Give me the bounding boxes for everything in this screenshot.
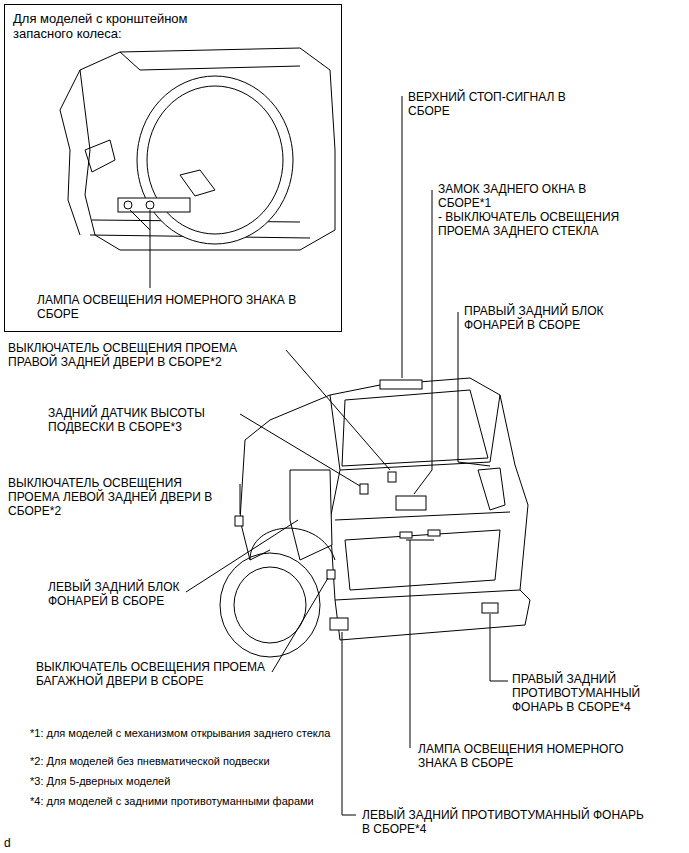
part-label: ПРАВЫЙ ЗАДНИЙ ПРОТИВОТУМАННЫЙ ФОНАРЬ В С…: [512, 672, 682, 714]
part-label: ЛАМПА ОСВЕЩЕНИЯ НОМЕРНОГО ЗНАКА В СБОРЕ: [37, 293, 307, 321]
part-label: - ВЫКЛЮЧАТЕЛЬ ОСВЕЩЕНИЯ ПРОЕМА ЗАДНЕГО С…: [438, 210, 628, 238]
inset-frame: Для моделей с кронштейном запасного коле…: [4, 4, 342, 332]
part-label: ЛЕВЫЙ ЗАДНИЙ БЛОК ФОНАРЕЙ В СБОРЕ: [48, 580, 193, 608]
footnote: *4: для моделей с задними противотуманны…: [30, 794, 333, 808]
part-label: ВЫКЛЮЧАТЕЛЬ ОСВЕЩЕНИЯ ПРОЕМА ЛЕВОЙ ЗАДНЕ…: [8, 476, 236, 518]
part-label: ВЫКЛЮЧАТЕЛЬ ОСВЕЩЕНИЯ ПРОЕМА ПРАВОЙ ЗАДН…: [8, 341, 283, 369]
part-label: ЛЕВЫЙ ЗАДНИЙ ПРОТИВОТУМАННЫЙ ФОНАРЬ В СБ…: [362, 808, 652, 836]
inset-heading: Для моделей с кронштейном запасного коле…: [13, 11, 213, 41]
part-label: ЛАМПА ОСВЕЩЕНИЯ НОМЕРНОГО ЗНАКА В СБОРЕ: [418, 742, 633, 770]
figure-code: d: [4, 836, 24, 850]
part-label: ВЕРХНИЙ СТОП-СИГНАЛ В СБОРЕ: [408, 90, 568, 118]
footnote: *1: для моделей с механизмом открывания …: [30, 726, 333, 740]
footnote: *3: Для 5-дверных моделей: [30, 774, 333, 788]
part-label: ЗАДНИЙ ДАТЧИК ВЫСОТЫ ПОДВЕСКИ В СБОРЕ*3: [48, 406, 238, 434]
part-label: ЗАМОК ЗАДНЕГО ОКНА В СБОРЕ*1: [438, 182, 638, 210]
footnote: *2: Для моделей без пневматической подве…: [30, 754, 333, 768]
part-label: ПРАВЫЙ ЗАДНИЙ БЛОК ФОНАРЕЙ В СБОРЕ: [464, 304, 629, 332]
part-label: ВЫКЛЮЧАТЕЛЬ ОСВЕЩЕНИЯ ПРОЕМА БАГАЖНОЙ ДВ…: [36, 660, 271, 688]
